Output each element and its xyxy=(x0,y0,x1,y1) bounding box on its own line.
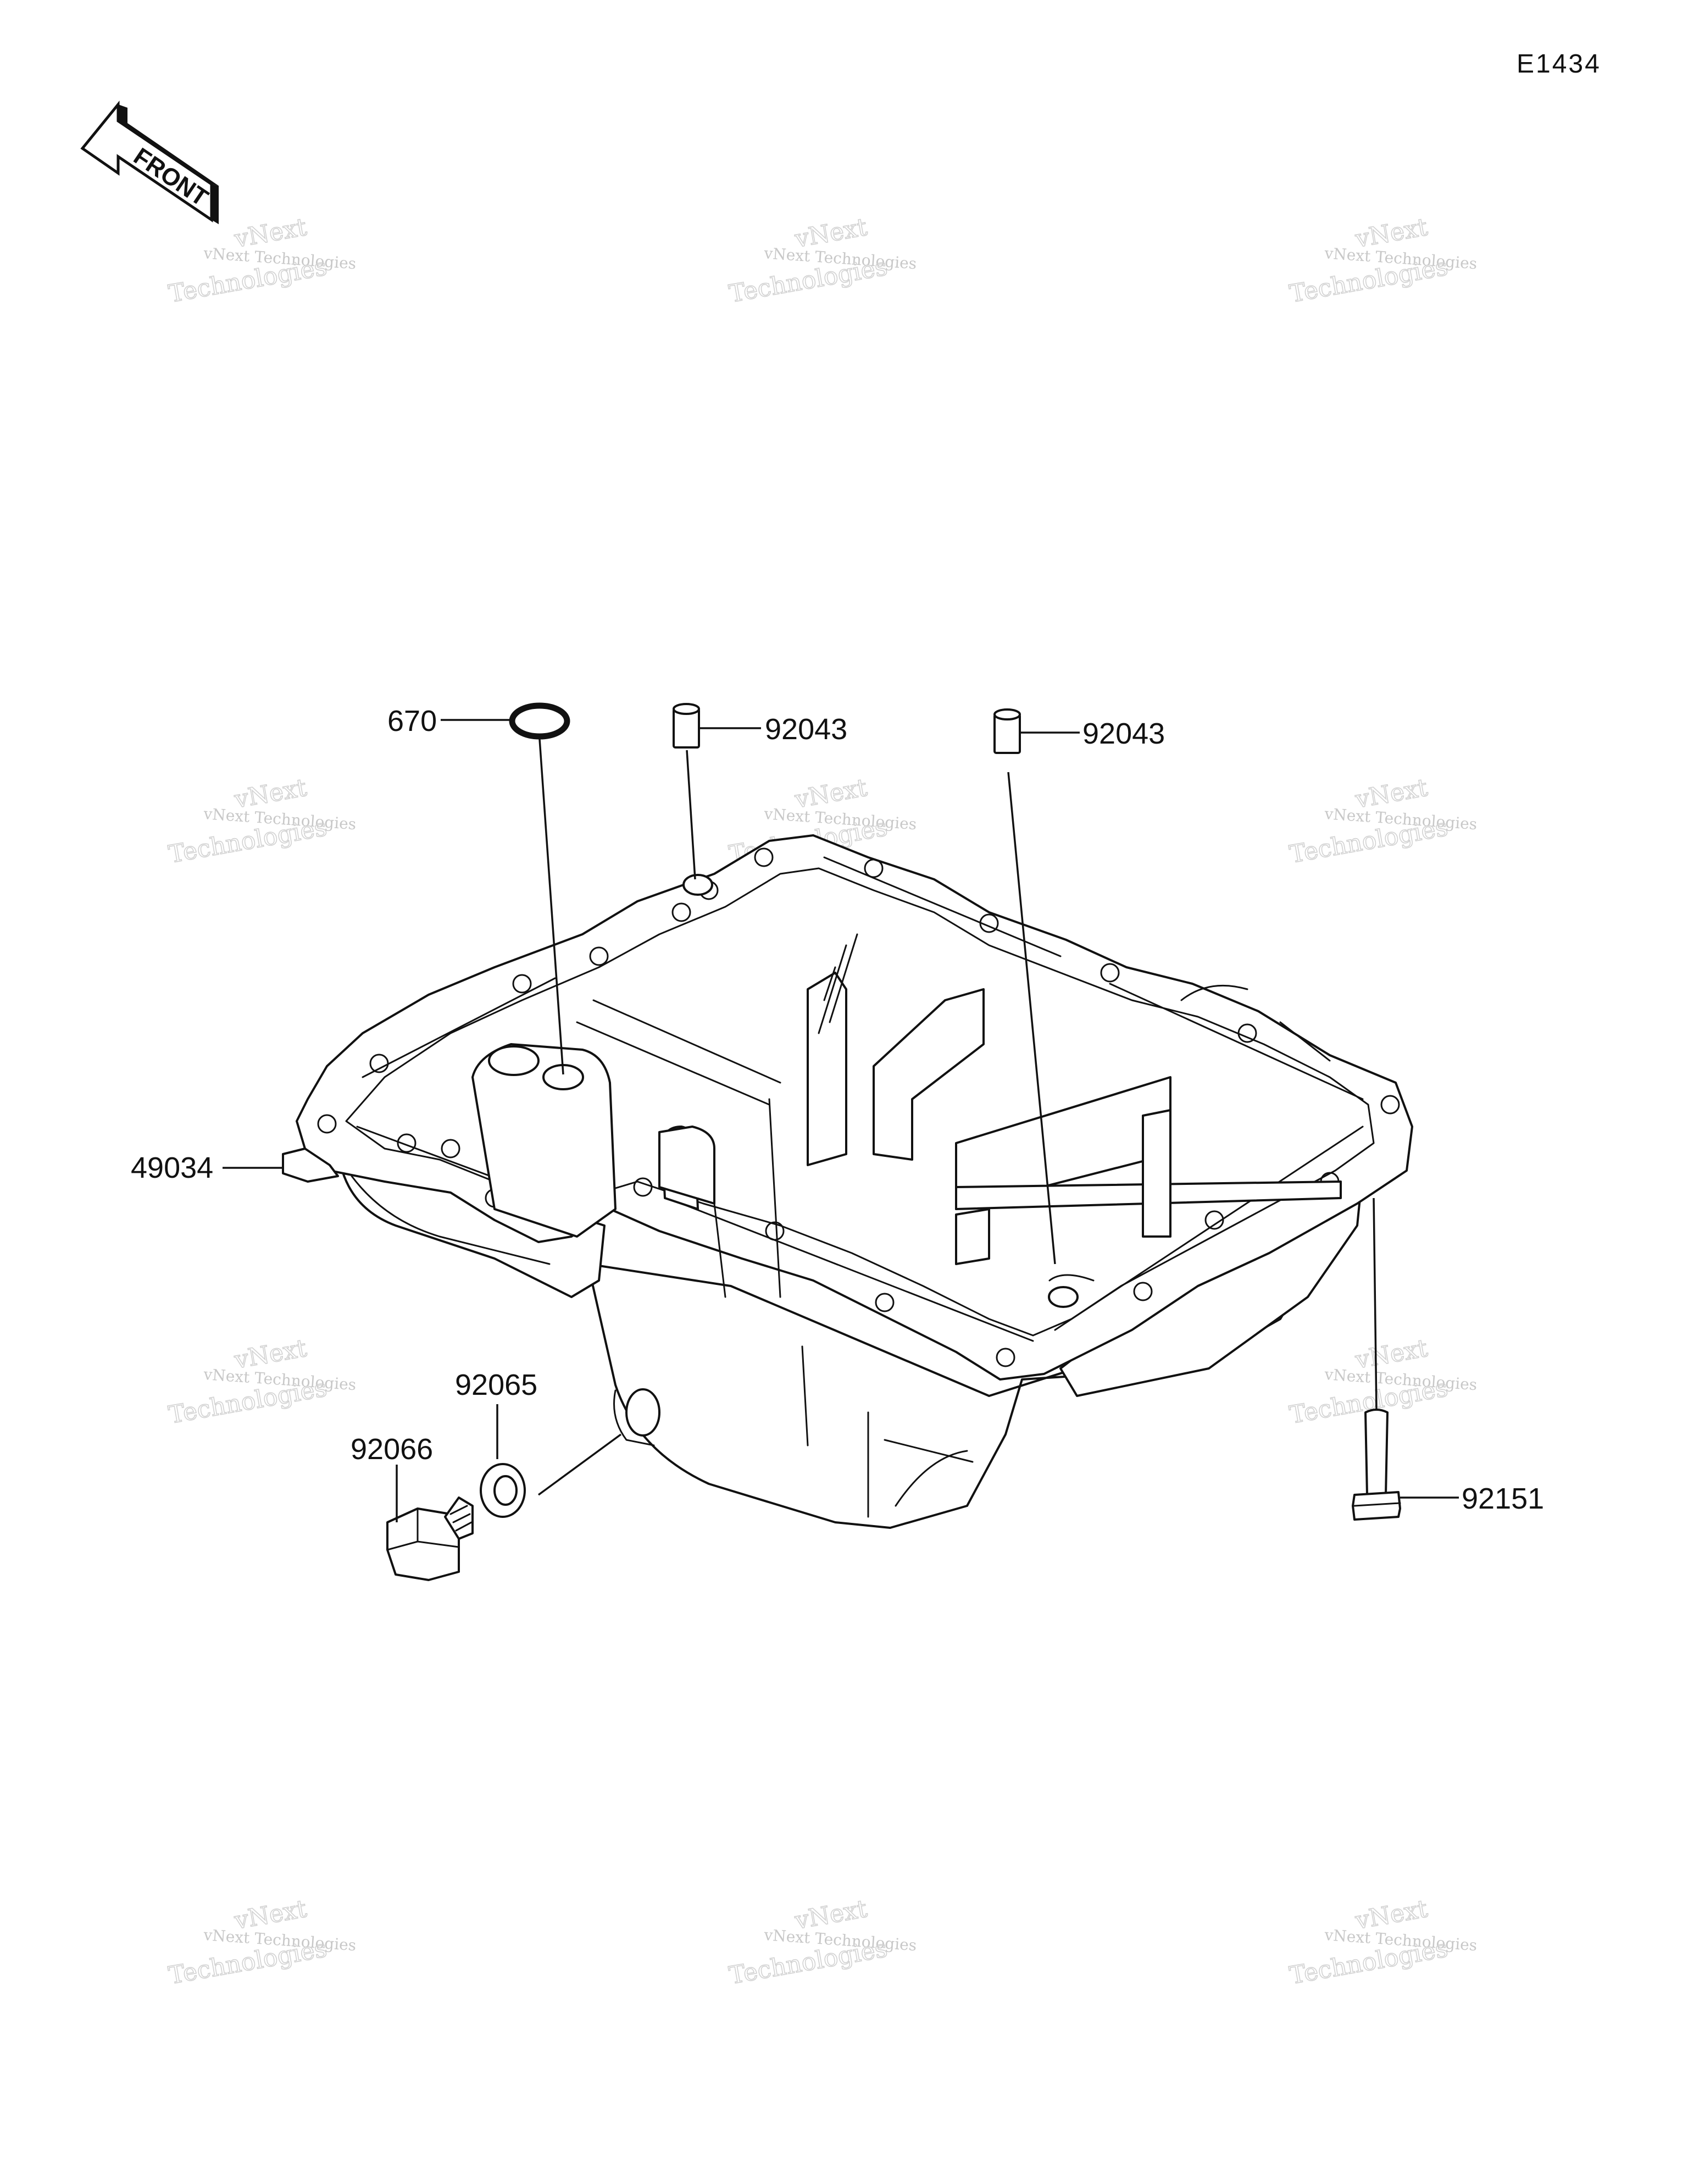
watermark: vNext vNext Technologies Technologies xyxy=(1287,773,1478,869)
leader-line xyxy=(1373,1198,1378,1410)
oil-pan xyxy=(282,834,1413,1529)
watermark: vNext vNext Technologies Technologies xyxy=(166,213,357,309)
watermark: vNext vNext Technologies Technologies xyxy=(166,773,357,869)
gasket-92065 xyxy=(480,1463,526,1518)
callout-49034: 49034 xyxy=(131,1151,213,1184)
watermark: vNext vNext Technologies Technologies xyxy=(726,1894,917,1991)
dowel-pin-92043-right xyxy=(993,708,1021,754)
bolt-92151 xyxy=(1352,1409,1401,1521)
leader-line xyxy=(686,750,696,880)
callout-92043-right: 92043 xyxy=(1082,717,1165,750)
watermark: vNext vNext Technologies Technologies xyxy=(166,1334,357,1430)
watermark: vNext vNext Technologies Technologies xyxy=(726,213,917,309)
watermark: vNext vNext Technologies Technologies xyxy=(1287,1894,1478,1991)
drain-plug-92066 xyxy=(386,1496,474,1581)
leader-line xyxy=(1007,772,1056,1265)
leader-line xyxy=(538,739,564,1075)
diagram-code: E1434 xyxy=(1517,49,1601,79)
dowel-pin-92043-left xyxy=(673,703,700,749)
o-ring-670 xyxy=(509,702,570,740)
watermark: vNext vNext Technologies Technologies xyxy=(1287,213,1478,309)
callout-92151: 92151 xyxy=(1462,1482,1544,1515)
leader-line xyxy=(537,1433,622,1496)
callout-92066: 92066 xyxy=(351,1433,433,1466)
callout-92065: 92065 xyxy=(455,1368,537,1401)
watermark: vNext vNext Technologies Technologies xyxy=(166,1894,357,1991)
front-arrow-icon: FRONT xyxy=(80,100,219,224)
callout-92043-left: 92043 xyxy=(765,713,847,746)
callout-670: 670 xyxy=(387,705,437,738)
